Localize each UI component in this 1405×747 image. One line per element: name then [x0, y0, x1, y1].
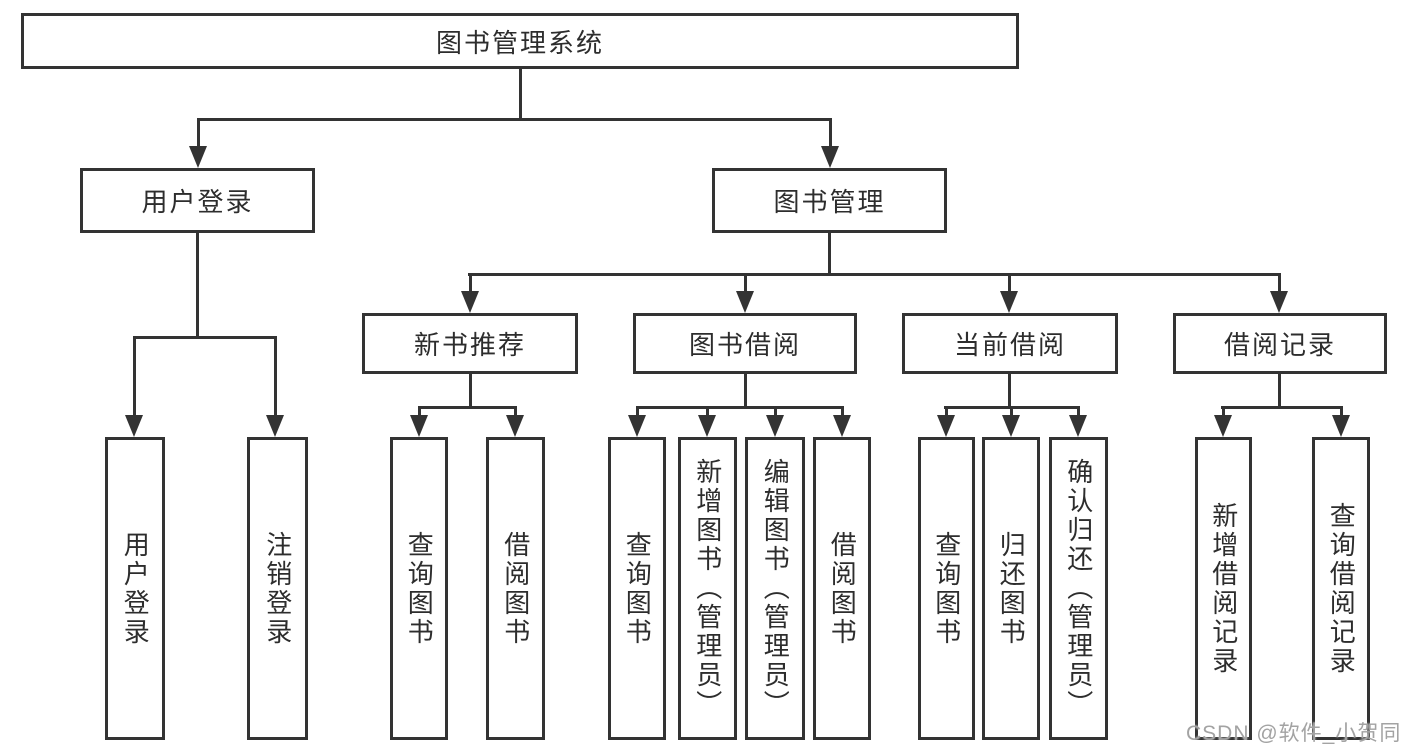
- edge-to-borrowing-records: [1278, 273, 1281, 295]
- edge-user-login-stem: [196, 233, 199, 338]
- edge-leaf-10: [1222, 406, 1225, 418]
- arrowhead-new-book: [461, 291, 479, 313]
- edge-leaf-3: [636, 406, 639, 418]
- node-leaf-confirm-return-admin: 确认归还（管理员）: [1049, 437, 1108, 740]
- arrowhead-current-borrowing: [1000, 291, 1018, 313]
- edge-user-login-split: [133, 336, 277, 339]
- edge-leaf-2: [514, 406, 517, 418]
- edge-current-borrowing-stem: [1008, 374, 1011, 407]
- edge-leaf-9: [1077, 406, 1080, 418]
- node-book-management: 图书管理: [712, 168, 947, 233]
- node-leaf-query-borrow-record: 查询借阅记录: [1312, 437, 1370, 740]
- arrowhead-leaf-9: [1069, 415, 1087, 437]
- node-leaf-query-books-borrowing: 查询图书: [608, 437, 666, 740]
- edge-leaf-11: [1340, 406, 1343, 418]
- node-leaf-query-books-recommend: 查询图书: [390, 437, 448, 740]
- edge-to-book-management: [829, 118, 832, 150]
- edge-to-user-login: [197, 118, 200, 150]
- node-book-borrowing: 图书借阅: [633, 313, 857, 374]
- edge-to-new-book: [469, 273, 472, 295]
- arrowhead-leaf-2: [506, 415, 524, 437]
- arrowhead-leaf-logout: [266, 415, 284, 437]
- arrowhead-leaf-user-login: [125, 415, 143, 437]
- edge-new-book-stem: [469, 374, 472, 407]
- arrowhead-borrowing-records: [1270, 291, 1288, 313]
- edge-to-current-borrowing: [1008, 273, 1011, 295]
- node-leaf-logout: 注销登录: [247, 437, 308, 740]
- arrowhead-leaf-5: [766, 415, 784, 437]
- edge-book-borrowing-split: [636, 406, 844, 409]
- arrowhead-leaf-11: [1332, 415, 1350, 437]
- edge-book-borrowing-stem: [744, 374, 747, 407]
- edge-book-management-split: [468, 273, 1281, 276]
- edge-leaf-5: [774, 406, 777, 418]
- edge-to-leaf-logout: [274, 336, 277, 418]
- node-leaf-add-book-admin: 新增图书（管理员）: [678, 437, 737, 740]
- node-current-borrowing: 当前借阅: [902, 313, 1118, 374]
- arrowhead-book-management: [821, 146, 839, 168]
- edge-leaf-7: [945, 406, 948, 418]
- arrowhead-leaf-3: [628, 415, 646, 437]
- edge-leaf-6: [841, 406, 844, 418]
- node-leaf-add-borrow-record: 新增借阅记录: [1195, 437, 1252, 740]
- arrowhead-user-login: [189, 146, 207, 168]
- edge-borrowing-records-stem: [1278, 374, 1281, 407]
- node-leaf-return-books: 归还图书: [982, 437, 1040, 740]
- edge-leaf-4: [706, 406, 709, 418]
- edge-leaf-8: [1010, 406, 1013, 418]
- arrowhead-leaf-1: [410, 415, 428, 437]
- node-leaf-edit-book-admin: 编辑图书（管理员）: [745, 437, 805, 740]
- node-leaf-user-login: 用户登录: [105, 437, 165, 740]
- node-new-book-recommendation: 新书推荐: [362, 313, 578, 374]
- edge-root-split: [197, 118, 831, 121]
- arrowhead-leaf-4: [698, 415, 716, 437]
- arrowhead-leaf-6: [833, 415, 851, 437]
- csdn-watermark: CSDN @软件_小贺同学: [1186, 722, 1402, 745]
- edge-root-stem: [519, 69, 522, 118]
- node-system-root: 图书管理系统: [21, 13, 1019, 69]
- arrowhead-leaf-10: [1214, 415, 1232, 437]
- edge-leaf-1: [418, 406, 421, 418]
- edge-to-leaf-user-login: [133, 336, 136, 418]
- arrowhead-leaf-7: [937, 415, 955, 437]
- arrowhead-book-borrowing: [736, 291, 754, 313]
- arrowhead-leaf-8: [1002, 415, 1020, 437]
- node-leaf-borrow-books-recommend: 借阅图书: [486, 437, 545, 740]
- node-borrowing-records: 借阅记录: [1173, 313, 1387, 374]
- edge-new-book-split: [418, 406, 517, 409]
- node-user-login: 用户登录: [80, 168, 315, 233]
- edge-book-management-stem: [828, 233, 831, 275]
- node-leaf-borrow-books: 借阅图书: [813, 437, 871, 740]
- edge-borrowing-records-split: [1221, 406, 1343, 409]
- edge-to-book-borrowing: [744, 273, 747, 295]
- node-leaf-query-books-current: 查询图书: [918, 437, 975, 740]
